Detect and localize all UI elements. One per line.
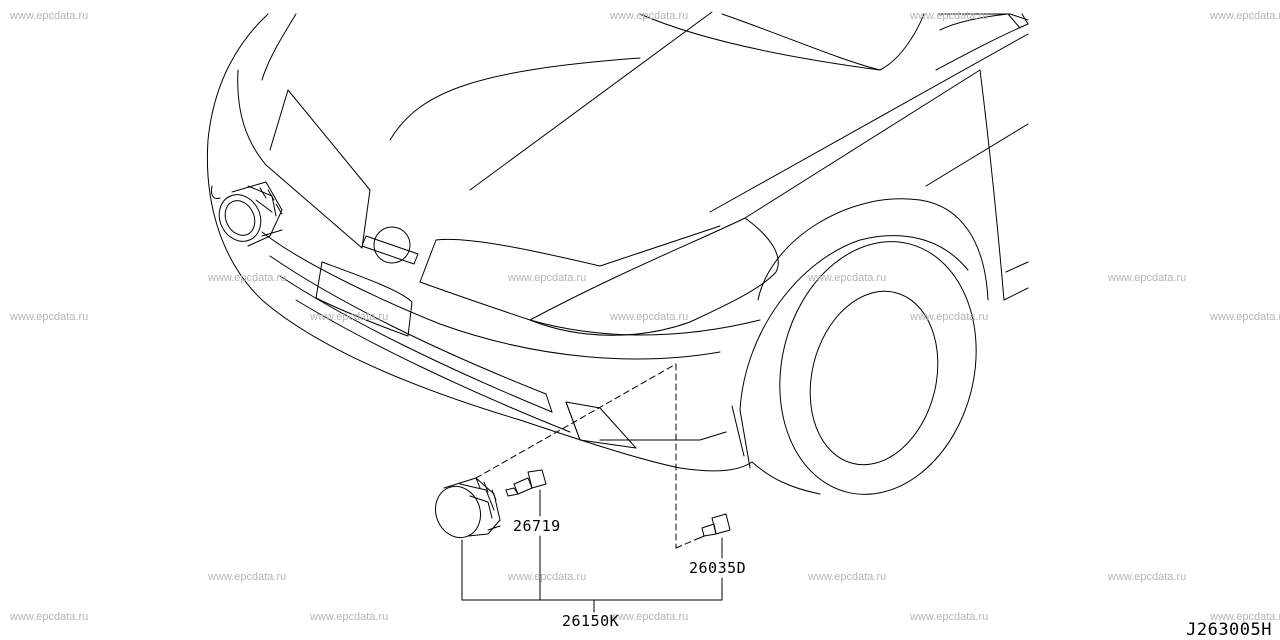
watermark: www.epcdata.ru xyxy=(10,10,89,22)
watermark: www.epcdata.ru xyxy=(10,611,89,623)
watermark: www.epcdata.ru xyxy=(1210,311,1280,323)
watermark: www.epcdata.ru xyxy=(910,611,989,623)
front-wheel xyxy=(779,241,977,495)
watermark: www.epcdata.ru xyxy=(1210,10,1280,22)
watermark: www.epcdata.ru xyxy=(1108,272,1187,284)
watermark: www.epcdata.ru xyxy=(808,571,887,583)
nissan-emblem xyxy=(361,226,419,265)
part-label-bulb: 26719 xyxy=(513,517,561,535)
watermark: www.epcdata.ru xyxy=(610,611,689,623)
watermark: www.epcdata.ru xyxy=(10,311,89,323)
watermark: www.epcdata.ru xyxy=(208,571,287,583)
installed-fog-lamp xyxy=(211,181,283,247)
watermark: www.epcdata.ru xyxy=(1108,571,1187,583)
watermark: www.epcdata.ru xyxy=(910,10,989,22)
diagram-code: J263005H xyxy=(1186,620,1272,640)
watermark: www.epcdata.ru xyxy=(910,311,989,323)
watermark: www.epcdata.ru xyxy=(310,311,389,323)
watermark: www.epcdata.ru xyxy=(808,272,887,284)
watermark: www.epcdata.ru xyxy=(310,611,389,623)
fog-lamp-bulb xyxy=(505,469,547,497)
leader-lines xyxy=(461,489,723,613)
watermark: www.epcdata.ru xyxy=(208,272,287,284)
car-body-outline xyxy=(206,11,1029,495)
watermark: www.epcdata.ru xyxy=(508,272,587,284)
watermark: www.epcdata.ru xyxy=(610,311,689,323)
watermark: www.epcdata.ru xyxy=(1210,611,1280,623)
assembly-guide-lines xyxy=(475,363,705,549)
watermark: www.epcdata.ru xyxy=(610,10,689,22)
fog-lamp-assembly xyxy=(434,477,501,539)
watermark: www.epcdata.ru xyxy=(508,571,587,583)
part-label-screw: 26035D xyxy=(689,559,747,577)
part-label-assembly: 26150K xyxy=(562,612,620,630)
mounting-screw xyxy=(699,513,731,539)
